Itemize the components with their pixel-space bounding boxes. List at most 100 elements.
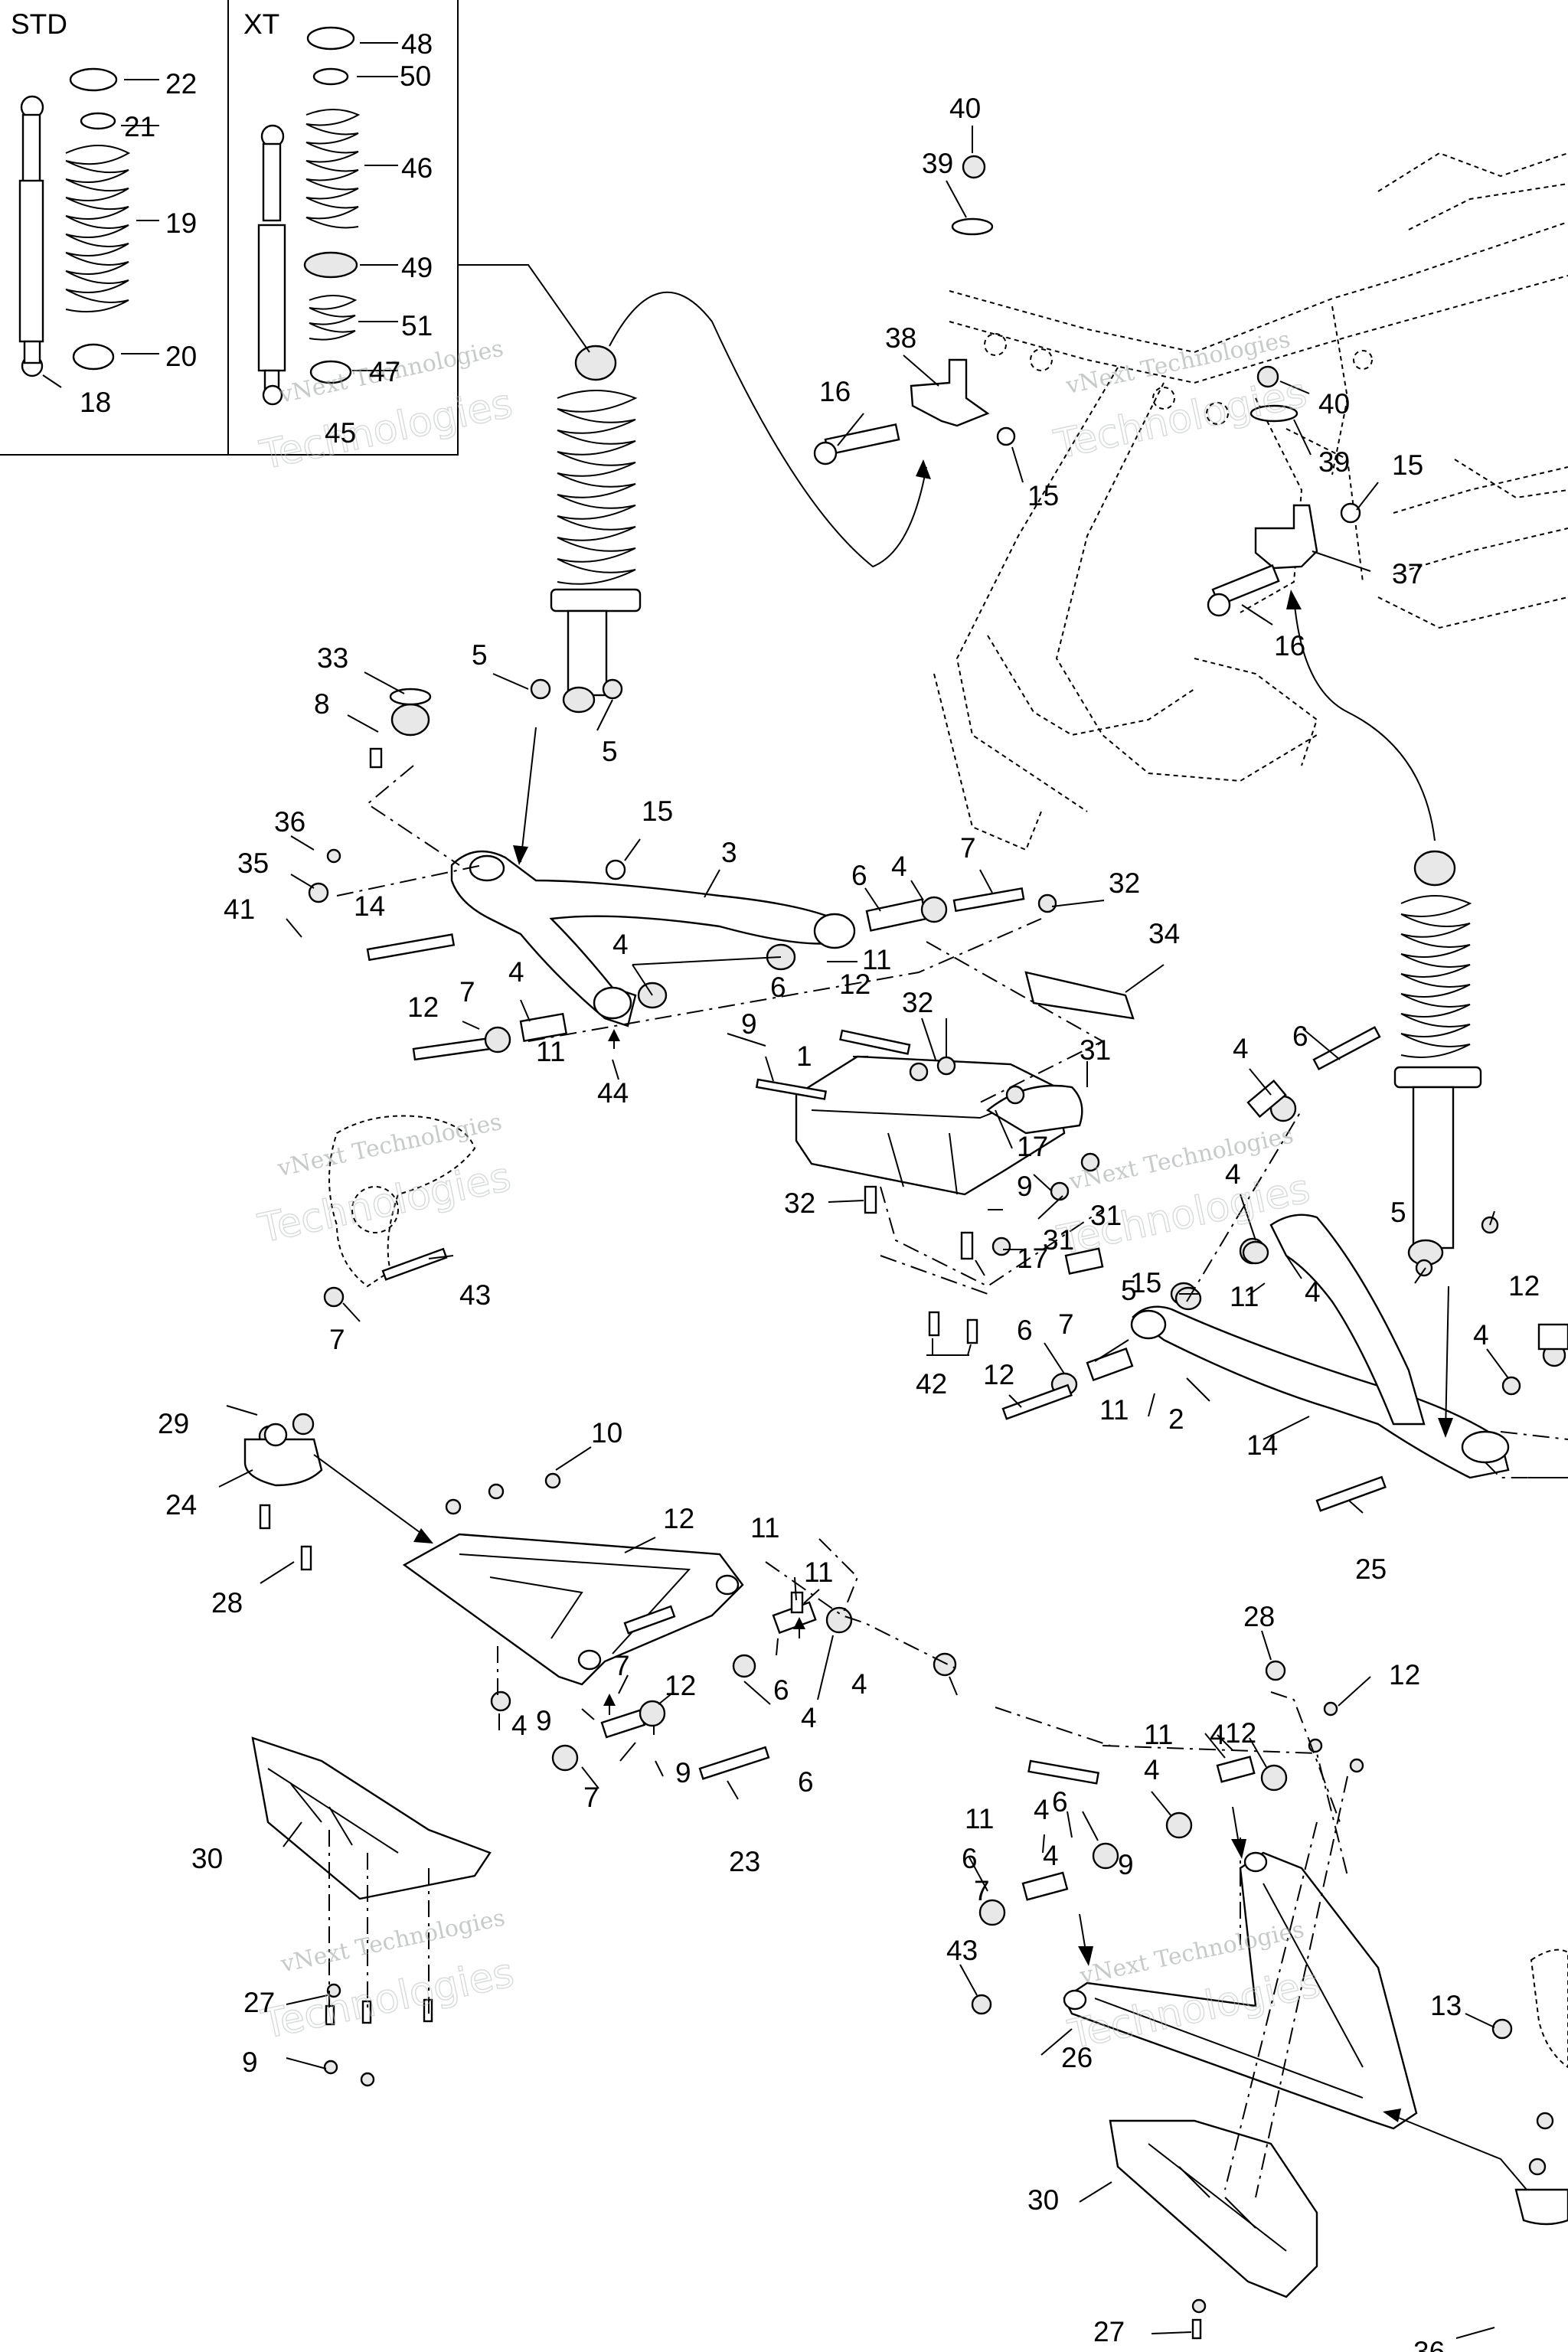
callout-number: 32 (784, 1187, 815, 1219)
callout-number: 26 (1061, 2042, 1093, 2073)
callout-number: 7 (974, 1875, 990, 1906)
callout-number: 15 (1027, 480, 1059, 511)
callout-number: 44 (597, 1077, 629, 1109)
callout-number: 3 (721, 837, 737, 868)
callout-number: 48 (401, 28, 433, 60)
callout-number: 11 (1099, 1394, 1129, 1426)
callout-number: 4 (1305, 1276, 1321, 1308)
callout-number: 41 (224, 893, 255, 925)
xt-panel-label: XT (243, 8, 279, 40)
callout-number: 18 (80, 387, 111, 418)
callout-number: 12 (665, 1670, 696, 1701)
right-knuckle-partial (1514, 1323, 1568, 2226)
callout-number: 12 (407, 991, 439, 1023)
callout-number: 22 (165, 68, 197, 100)
callout-number: 17 (1017, 1243, 1048, 1274)
callout-number: 12 (1508, 1270, 1540, 1302)
inset-panels: STD XT (0, 0, 459, 456)
upper-arm-3-hardware (308, 688, 1104, 1275)
callout-number: 27 (243, 1987, 275, 2018)
skid-plate-26 (1109, 2119, 1318, 2340)
callout-number: 4 (801, 1702, 817, 1733)
callout-number: 40 (949, 93, 981, 124)
callout-number: 7 (614, 1650, 630, 1681)
callout-number: 11 (804, 1557, 833, 1588)
callout-number: 11 (862, 944, 891, 975)
callout-number: 4 (891, 851, 907, 882)
std-spring (65, 67, 131, 371)
xt-spring-stack (303, 26, 361, 384)
center-support-1 (795, 971, 1135, 1196)
std-shock-absorber (18, 95, 44, 377)
callout-number: 16 (819, 376, 851, 407)
callout-number: 6 (1017, 1315, 1033, 1346)
callout-number: 50 (400, 60, 431, 92)
callout-number: 31 (1090, 1200, 1122, 1231)
lower-arm-13-hardware (971, 1660, 1513, 2040)
callout-number: 27 (1093, 2316, 1125, 2347)
callout-number: 16 (1274, 630, 1305, 662)
callout-number: 7 (960, 832, 976, 864)
callout-number: 15 (1392, 449, 1423, 481)
callout-number: 4 (1473, 1319, 1489, 1351)
std-panel-label: STD (11, 8, 67, 40)
callout-number: 8 (314, 688, 330, 720)
callout-number: 37 (1392, 558, 1423, 590)
callout-number: 7 (329, 1324, 345, 1355)
callout-number: 14 (354, 890, 385, 922)
callout-number: 28 (211, 1587, 243, 1619)
callout-number: 6 (1052, 1786, 1068, 1818)
callout-number: 9 (1017, 1171, 1033, 1202)
callout-number: 1 (796, 1040, 812, 1072)
center-bolts (755, 893, 1100, 1344)
callout-number: 12 (1389, 1659, 1420, 1690)
callout-number: 38 (885, 322, 916, 354)
callout-number: 9 (675, 1757, 691, 1788)
callout-number: 7 (459, 976, 475, 1008)
callout-number: 45 (325, 417, 356, 449)
callout-number: 35 (237, 848, 269, 879)
knuckle-assembly (323, 1115, 476, 1308)
callout-number: 4 (1043, 1840, 1059, 1871)
callout-number: 7 (583, 1782, 599, 1813)
callout-number: 9 (536, 1705, 552, 1736)
callout-number: 42 (916, 1368, 947, 1400)
callout-number: 12 (1225, 1717, 1256, 1749)
callout-number: 20 (165, 341, 197, 372)
upper-a-arm-2 (1130, 1214, 1510, 1479)
lower-arm-10-hardware (490, 1591, 957, 1780)
callout-number: 28 (1243, 1601, 1275, 1632)
callout-number: 15 (1130, 1267, 1161, 1298)
callout-number: 4 (851, 1668, 867, 1700)
callout-number: 4 (1210, 1719, 1226, 1750)
callout-number: 46 (401, 152, 433, 184)
vehicle-frame (933, 152, 1568, 851)
callout-number: 23 (729, 1846, 760, 1877)
front-shock-lower (1393, 850, 1499, 1277)
callout-number: 11 (965, 1803, 994, 1834)
callout-number: 11 (1230, 1281, 1259, 1312)
callout-number: 4 (1144, 1754, 1160, 1785)
ball-joint-left (243, 1413, 323, 1571)
callout-number: 43 (946, 1935, 978, 1966)
callout-number: 5 (1390, 1197, 1406, 1228)
callout-number: 4 (612, 929, 629, 960)
callout-number: 24 (165, 1489, 197, 1521)
callout-number: 32 (902, 987, 933, 1018)
callout-number: 25 (1355, 1553, 1387, 1585)
callout-number: 4 (511, 1710, 528, 1741)
callout-number: 9 (741, 1008, 757, 1040)
callout-number: 6 (798, 1766, 814, 1798)
front-shock-upper (530, 345, 642, 714)
callout-number: 40 (1318, 388, 1350, 420)
callout-number: 17 (1017, 1131, 1048, 1162)
callout-number: 4 (1034, 1794, 1050, 1825)
callout-number: 12 (663, 1503, 694, 1534)
frame-mount-hardware (813, 155, 1361, 617)
lower-a-arm-10 (402, 1472, 744, 1686)
callout-number: 31 (1043, 1224, 1074, 1256)
callout-number: 31 (1080, 1034, 1111, 1066)
callout-number: 32 (1109, 867, 1140, 899)
